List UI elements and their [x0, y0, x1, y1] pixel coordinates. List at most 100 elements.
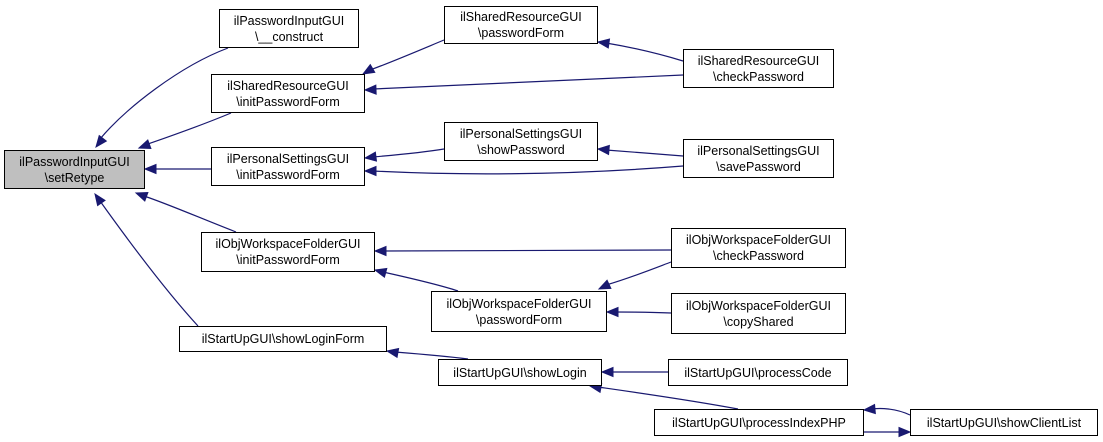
edge-line	[99, 200, 199, 327]
node-ilpersonalsettingsgui-initpasswordform[interactable]: ilPersonalSettingsGUI \initPasswordForm	[211, 147, 365, 186]
node-class-label: ilSharedResourceGUI	[227, 78, 349, 93]
node-label: ilStartUpGUI\showLoginForm	[201, 332, 365, 346]
node-ilobjworkspacefoldergui-copyshared[interactable]: ilObjWorkspaceFolderGUI \copyShared	[671, 293, 846, 334]
node-method-label: \savePassword	[716, 159, 801, 174]
arrowhead	[596, 38, 611, 49]
arrowhead	[363, 165, 377, 177]
node-ilpersonalsettingsgui-savepassword[interactable]: ilPersonalSettingsGUI \savePassword	[683, 139, 834, 178]
node-ilobjworkspacefoldergui-passwordform[interactable]: ilObjWorkspaceFolderGUI \passwordForm	[431, 291, 607, 332]
arrowhead	[898, 426, 912, 438]
node-method-label: \initPasswordForm	[236, 94, 340, 109]
node-method-label: \checkPassword	[712, 69, 804, 84]
arrowhead	[373, 245, 387, 257]
edge-srform-to-srinit	[361, 39, 445, 75]
edge-sucode-to-sulogin	[600, 366, 668, 378]
edge-line	[597, 386, 739, 410]
arrowhead	[94, 192, 106, 207]
edge-suindex-to-sulogin	[588, 382, 739, 410]
node-method-label: \__construct	[254, 29, 324, 44]
edge-line	[605, 261, 672, 286]
edge-srchk-to-srinit	[363, 74, 684, 95]
edge-suindex-to-sulist	[864, 426, 912, 438]
edge-line	[605, 149, 684, 157]
arrowhead	[605, 306, 619, 318]
arrowhead	[134, 192, 149, 202]
arrowhead	[363, 151, 378, 162]
edge-owchk-to-owform	[597, 261, 672, 290]
edge-line	[372, 148, 445, 158]
arrowhead	[143, 163, 157, 175]
arrowhead	[95, 134, 108, 149]
node-method-label: \initPasswordForm	[236, 253, 340, 267]
node-label: ilStartUpGUI\showLogin	[453, 365, 587, 380]
node-class-label: ilPasswordInputGUI	[233, 13, 345, 28]
node-ilsharedresourcegui-passwordform[interactable]: ilSharedResourceGUI \passwordForm	[444, 6, 598, 44]
node-ilstartupgui-processcode[interactable]: ilStartUpGUI\processCode	[668, 359, 848, 386]
node-method-label: \setRetype	[44, 170, 105, 185]
node-method-label: \initPasswordForm	[236, 167, 340, 182]
edge-pssave-to-psshow	[596, 144, 684, 157]
node-class-label: ilObjWorkspaceFolderGUI	[215, 237, 361, 251]
edge-psshow-to-psinit	[363, 148, 445, 162]
arrowhead	[385, 347, 400, 359]
arrowhead	[596, 144, 610, 156]
node-ilstartupgui-showloginform[interactable]: ilStartUpGUI\showLoginForm	[179, 326, 387, 352]
edge-pwcon-to-root	[95, 47, 229, 149]
node-class-label: ilSharedResourceGUI	[460, 10, 582, 24]
edge-line	[871, 407, 911, 416]
node-method-label: \copyShared	[723, 314, 794, 329]
node-class-label: ilObjWorkspaceFolderGUI	[686, 298, 831, 313]
node-method-label: \checkPassword	[712, 249, 804, 263]
node-ilpersonalsettingsgui-showpassword[interactable]: ilPersonalSettingsGUI \showPassword	[444, 122, 598, 161]
arrowhead	[363, 84, 377, 95]
edge-owinit-to-root	[134, 192, 237, 233]
arrowhead	[862, 403, 876, 415]
node-ilpasswordinputgui-construct[interactable]: ilPasswordInputGUI \__construct	[219, 9, 359, 48]
arrowhead	[597, 279, 612, 290]
edge-srchk-to-srform	[596, 38, 684, 62]
edge-psinit-to-root	[143, 163, 211, 175]
edge-owform-to-owinit	[373, 267, 459, 292]
node-method-label: \passwordForm	[475, 312, 563, 327]
node-ilstartupgui-showlogin[interactable]: ilStartUpGUI\showLogin	[438, 359, 602, 386]
edge-sulogin-to-suform	[385, 347, 469, 360]
node-label: ilStartUpGUI\processIndexPHP	[672, 415, 846, 430]
edge-line	[147, 112, 232, 145]
edge-line	[382, 271, 459, 292]
edge-line	[614, 311, 672, 314]
node-ilsharedresourcegui-checkpassword[interactable]: ilSharedResourceGUI \checkPassword	[683, 49, 834, 88]
edge-line	[394, 351, 469, 360]
node-ilstartupgui-processindexphp[interactable]: ilStartUpGUI\processIndexPHP	[654, 409, 864, 436]
node-ilobjworkspacefoldergui-initpasswordform[interactable]: ilObjWorkspaceFolderGUI \initPasswordFor…	[201, 232, 375, 272]
arrowhead	[600, 366, 614, 378]
node-class-label: ilPersonalSettingsGUI	[697, 143, 820, 158]
edge-line	[99, 47, 229, 140]
edge-owchk-to-owinit	[373, 245, 672, 257]
edge-owcopy-to-owform	[605, 306, 672, 318]
node-class-label: ilPersonalSettingsGUI	[226, 151, 350, 166]
node-ilstartupgui-showclientlist[interactable]: ilStartUpGUI\showClientList	[910, 409, 1098, 436]
edge-pssave-to-psinit	[363, 165, 684, 177]
node-class-label: ilPasswordInputGUI	[19, 154, 130, 169]
edge-line	[143, 195, 237, 233]
node-method-label: \showPassword	[477, 142, 565, 157]
node-class-label: ilSharedResourceGUI	[697, 53, 820, 68]
arrowhead	[361, 63, 376, 75]
node-ilobjworkspacefoldergui-checkpassword[interactable]: ilObjWorkspaceFolderGUI \checkPassword	[671, 228, 846, 268]
edge-line	[382, 249, 672, 252]
edge-srinit-to-root	[137, 112, 232, 149]
node-label: ilStartUpGUI\processCode	[684, 365, 832, 380]
arrowhead	[373, 267, 388, 279]
edge-suform-to-root	[94, 192, 199, 327]
edge-line	[372, 165, 684, 175]
node-label: ilStartUpGUI\showClientList	[926, 415, 1082, 430]
node-ilsharedresourcegui-initpasswordform[interactable]: ilSharedResourceGUI \initPasswordForm	[211, 74, 365, 113]
edge-line	[372, 74, 684, 90]
node-class-label: ilPersonalSettingsGUI	[459, 126, 583, 141]
node-class-label: ilObjWorkspaceFolderGUI	[446, 296, 592, 311]
node-ilpasswordinputgui-setretype: ilPasswordInputGUI \setRetype	[4, 150, 145, 189]
edge-line	[605, 42, 684, 62]
node-method-label: \passwordForm	[477, 26, 565, 40]
node-class-label: ilObjWorkspaceFolderGUI	[686, 233, 831, 247]
